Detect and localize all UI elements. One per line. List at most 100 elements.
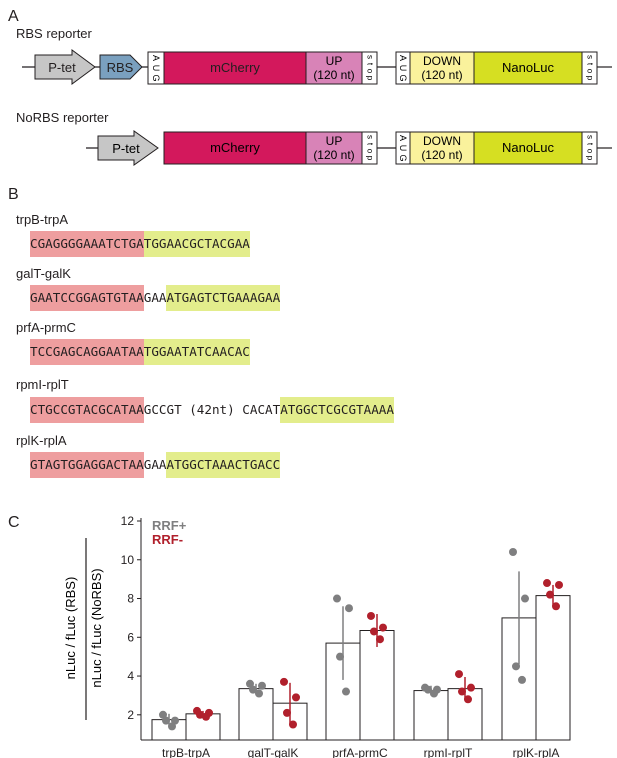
- x-tick-label: prfA-prmC: [332, 746, 388, 758]
- data-point: [336, 652, 344, 661]
- data-point: [292, 693, 300, 702]
- data-point: [168, 722, 176, 731]
- stop-letter: o: [586, 149, 595, 154]
- data-point: [370, 627, 378, 636]
- down-region: [409, 131, 475, 165]
- sequence-name: rpmI-rplT: [16, 377, 69, 392]
- stop-letter: o: [366, 149, 375, 154]
- y-tick-label: 12: [121, 514, 135, 528]
- y-axis-label-numerator: nLuc / fLuc (RBS): [63, 577, 78, 680]
- up-region: [305, 131, 363, 165]
- start-codon-letter: G: [151, 74, 161, 81]
- data-point: [367, 611, 375, 620]
- down-label: DOWN: [423, 134, 461, 148]
- norbs-reporter-title: NoRBS reporter: [16, 110, 109, 125]
- up-label: UP: [326, 134, 343, 148]
- data-point: [196, 710, 204, 719]
- data-point: [202, 712, 210, 721]
- down-label: DOWN: [423, 54, 461, 68]
- nanoluc-gene: [473, 131, 583, 165]
- up-length-label: (120 nt): [313, 68, 354, 82]
- rbs-arrow: [99, 54, 143, 80]
- panel-a-label: A: [8, 8, 19, 25]
- downstream-sequence: ATGGCTCGCGTAAAA: [280, 397, 394, 423]
- promoter-label: P-tet: [112, 141, 140, 156]
- data-point: [546, 590, 554, 599]
- y-axis-label-denominator: nLuc / fLuc (NoRBS): [89, 568, 104, 687]
- nanoluc-label: NanoLuc: [502, 140, 555, 155]
- y-axis-label-group: nLuc / fLuc (RBS) nLuc / fLuc (NoRBS): [63, 538, 104, 720]
- stop-letter: p: [586, 76, 595, 81]
- x-tick-label: rplK-rplA: [513, 746, 560, 758]
- data-point: [258, 681, 266, 690]
- stop-codon-box-2: [581, 51, 598, 85]
- upstream-sequence: CTGCCGTACGCATAA: [30, 397, 144, 423]
- down-length-label: (120 nt): [421, 148, 462, 162]
- data-point: [543, 579, 551, 588]
- y-tick-label: 2: [127, 708, 134, 722]
- bar-RRF+: [413, 690, 449, 741]
- x-tick-label: rpmI-rplT: [424, 746, 473, 758]
- stop-letter: s: [366, 55, 375, 59]
- norbs-reporter-construct: P-tet mCherry UP (120 nt) s t o p A U G …: [86, 130, 612, 166]
- data-point: [342, 687, 350, 696]
- y-tick-label: 10: [121, 553, 135, 567]
- stop-letter: t: [586, 63, 595, 66]
- mcherry-gene: [163, 131, 307, 165]
- up-length-label: (120 nt): [313, 148, 354, 162]
- rbs-label: RBS: [107, 60, 134, 75]
- data-point: [509, 548, 517, 557]
- data-point: [458, 687, 466, 696]
- stop-codon-box-2: [581, 131, 598, 165]
- promoter-arrow: [34, 49, 96, 85]
- y-tick-label: 8: [127, 592, 134, 606]
- data-point: [162, 716, 170, 725]
- promoter-label: P-tet: [48, 60, 76, 75]
- mcherry-label: mCherry: [210, 60, 260, 75]
- downstream-sequence: ATGAGTCTGAAAGAA: [166, 285, 281, 311]
- intergenic-sequence: GAA: [143, 290, 167, 305]
- stop-codon-box: [361, 51, 378, 85]
- data-point: [333, 594, 341, 603]
- start-codon-letter: G: [398, 74, 408, 81]
- intergenic-sequence: GCCGT (42nt) CACAT: [143, 402, 281, 417]
- sequence-name: galT-galK: [16, 266, 71, 281]
- data-point: [379, 623, 387, 632]
- data-point: [255, 689, 263, 698]
- stop-letter: s: [366, 135, 375, 139]
- rbs-reporter-title: RBS reporter: [16, 26, 92, 41]
- mcherry-gene: [163, 51, 307, 85]
- data-point: [512, 662, 520, 671]
- start-codon-letter: U: [398, 145, 408, 152]
- data-point: [430, 689, 438, 698]
- data-point: [249, 685, 257, 694]
- downstream-sequence: TGGAACGCTACGAA: [143, 231, 250, 257]
- panel-b-label: B: [8, 186, 19, 203]
- sequence-name: rplK-rplA: [16, 433, 67, 448]
- rbs-ratio-bar-chart: nLuc / fLuc (RBS) nLuc / fLuc (NoRBS) 24…: [63, 514, 571, 758]
- up-label: UP: [326, 54, 343, 68]
- stop-letter: o: [586, 69, 595, 74]
- stop-letter: o: [366, 69, 375, 74]
- data-point: [289, 720, 297, 729]
- upstream-sequence: GAATCCGGAGTGTAA: [30, 285, 144, 311]
- stop-letter: s: [586, 55, 595, 59]
- upstream-sequence: GTAGTGGAGGACTAA: [30, 452, 144, 478]
- stop-letter: p: [366, 156, 375, 161]
- nanoluc-label: NanoLuc: [502, 60, 555, 75]
- data-point: [455, 670, 463, 679]
- x-tick-label: galT-galK: [248, 746, 299, 758]
- data-point: [376, 635, 384, 644]
- legend-entry: RRF-: [152, 532, 183, 547]
- stop-letter: t: [586, 143, 595, 146]
- bar-RRF-: [185, 713, 221, 741]
- stop-letter: p: [366, 76, 375, 81]
- intergenic-sequence: GAA: [143, 457, 167, 472]
- data-point: [464, 695, 472, 704]
- panel-c-label: C: [8, 514, 20, 531]
